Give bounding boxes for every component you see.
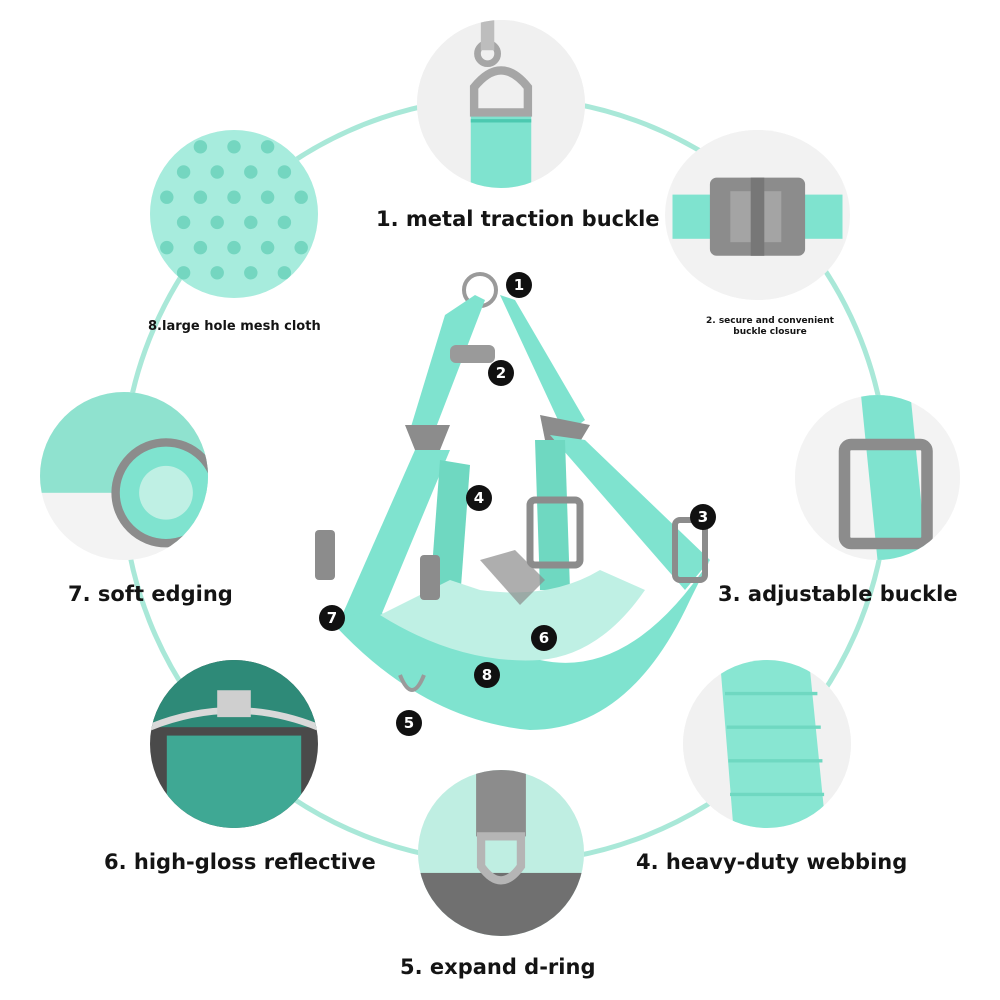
metal-traction-buckle-photo [417,20,585,188]
marker-3: 3 [690,504,716,530]
label-high-gloss-reflective: 6. high-gloss reflective [104,850,376,874]
marker-8: 8 [474,662,500,688]
marker-2: 2 [488,360,514,386]
label-adjustable-buckle: 3. adjustable buckle [718,582,958,606]
label-heavy-duty-webbing: 4. heavy-duty webbing [636,850,908,874]
mesh-cloth-photo [150,130,318,298]
expand-d-ring-photo [418,770,584,936]
label-buckle-closure: 2. secure and convenient buckle closure [706,316,834,337]
high-gloss-reflective-photo [150,660,318,828]
marker-5: 5 [396,710,422,736]
marker-1: 1 [506,272,532,298]
harness-image: 1 2 3 4 5 6 7 8 [300,260,730,750]
label-mesh-cloth: 8.large hole mesh cloth [148,319,321,334]
marker-7: 7 [319,605,345,631]
marker-6: 6 [531,625,557,651]
heavy-duty-webbing-photo [683,660,851,828]
buckle-closure-photo [665,130,850,300]
soft-edging-photo [40,392,208,560]
label-soft-edging: 7. soft edging [68,582,233,606]
adjustable-buckle-photo [795,395,960,560]
label-metal-traction-buckle: 1. metal traction buckle [376,207,660,231]
label-expand-d-ring: 5. expand d-ring [400,955,596,979]
marker-4: 4 [466,485,492,511]
